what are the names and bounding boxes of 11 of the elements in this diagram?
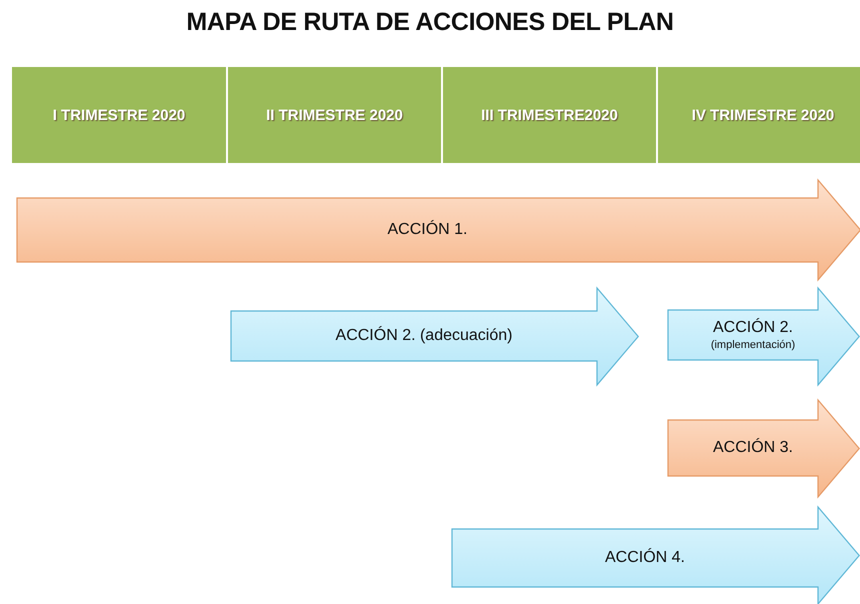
arrow-label: ACCIÓN 3. — [712, 438, 793, 458]
quarter-header-cell: I TRIMESTRE 2020 — [12, 67, 226, 163]
quarter-header-cell: III TRIMESTRE2020 — [443, 67, 656, 163]
quarter-header-cell: IV TRIMESTRE 2020 — [658, 67, 860, 163]
arrow-label: (implementación) — [710, 338, 796, 352]
title: MAPA DE RUTA DE ACCIONES DEL PLAN — [185, 8, 675, 37]
arrow-label: ACCIÓN 2. (adecuación) — [336, 326, 512, 346]
arrow-label: ACCIÓN 4. — [604, 548, 685, 568]
arrow-label: ACCIÓN 1. — [387, 220, 468, 240]
arrow-label: ACCIÓN 2. — [712, 318, 793, 338]
quarter-header-cell: II TRIMESTRE 2020 — [228, 67, 441, 163]
